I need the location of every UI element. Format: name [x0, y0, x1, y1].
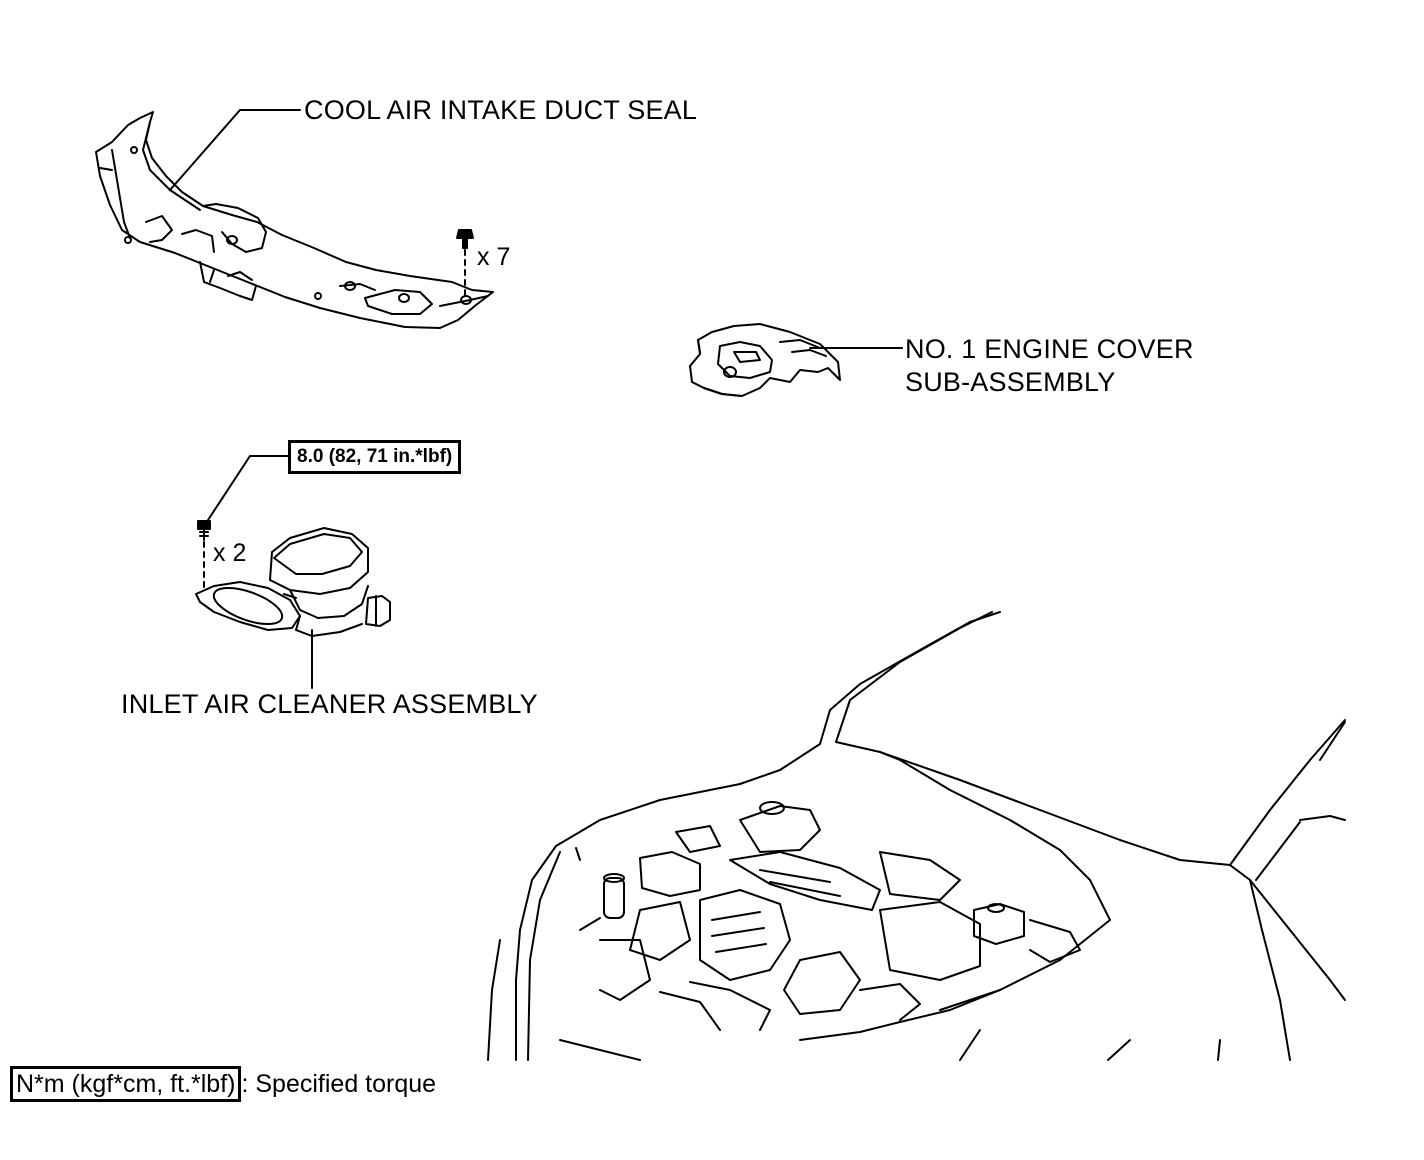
engine-cover-part [689, 323, 841, 397]
bolt-quantity: x 2 [213, 539, 247, 567]
torque-spec-box: 8.0 (82, 71 in.*lbf) [288, 440, 462, 474]
label-engine-cover-line1: NO. 1 ENGINE COVER [905, 334, 1194, 364]
label-inlet-air-cleaner-assembly: INLET AIR CLEANER ASSEMBLY [121, 689, 538, 719]
torque-leader-line [207, 455, 289, 521]
legend-description: : Specified torque [241, 1070, 437, 1098]
push-clip-icon [456, 229, 474, 301]
torque-legend: N*m (kgf*cm, ft.*lbf): Specified torque [10, 1066, 436, 1102]
legend-unit-box: N*m (kgf*cm, ft.*lbf) [10, 1066, 242, 1102]
label-cool-air-intake-duct-seal: COOL AIR INTAKE DUCT SEAL [304, 95, 698, 125]
vehicle-engine-bay-illustration [487, 611, 1346, 1061]
bolt-icon [197, 520, 211, 593]
label-engine-cover-line2: SUB-ASSEMBLY [905, 367, 1116, 397]
duct-seal-leader-line [169, 109, 301, 191]
clip-quantity: x 7 [477, 243, 511, 271]
cool-air-intake-duct-seal-part [95, 111, 494, 329]
inlet-air-cleaner-part [195, 527, 391, 637]
